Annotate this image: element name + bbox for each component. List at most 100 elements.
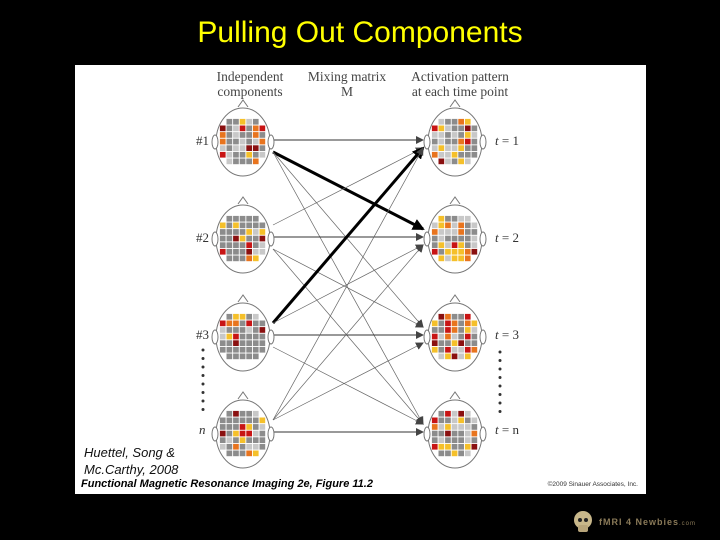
component-map-4-voxel [240, 411, 246, 417]
component-map-4-voxel [233, 411, 239, 417]
time-ellipsis-dot [499, 393, 502, 396]
activation-map-3-voxel [472, 327, 478, 333]
component-map-1-voxel [240, 152, 246, 158]
component-map-3-voxel [260, 347, 266, 353]
activation-map-2-voxel [432, 223, 438, 229]
component-map-3-voxel [260, 340, 266, 346]
activation-map-4-voxel [445, 411, 451, 417]
component-map-4-voxel [246, 451, 252, 457]
activation-map-1-voxel [465, 152, 471, 158]
component-map-2-voxel [227, 223, 233, 229]
activation-map-3-voxel [452, 334, 458, 340]
activation-map-1-voxel [472, 145, 478, 151]
activation-map-3-voxel [452, 354, 458, 360]
component-map-1-voxel [240, 145, 246, 151]
activation-map-1-voxel [452, 159, 458, 165]
component-map-4-voxel [233, 444, 239, 450]
component-map-1-voxel [246, 126, 252, 132]
activation-map-3-voxel [445, 354, 451, 360]
activation-map-2-voxel [452, 223, 458, 229]
activation-map-1-voxel [452, 152, 458, 158]
activation-map-4-voxel [472, 431, 478, 437]
component-map-1-voxel [233, 119, 239, 125]
activation-map-1-voxel [458, 132, 464, 138]
activation-map-2-voxel [472, 229, 478, 235]
activation-map-3-voxel [439, 314, 445, 320]
activation-map-1-voxel [465, 126, 471, 132]
activation-map-2-nose [450, 197, 460, 204]
component-map-4-voxel [253, 437, 259, 443]
component-map-4-voxel [253, 451, 259, 457]
component-map-2-voxel [240, 242, 246, 248]
activation-map-2-voxel [465, 236, 471, 242]
activation-map-2-voxel [445, 229, 451, 235]
component-map-3-voxel [220, 347, 226, 353]
activation-map-2-voxel [458, 216, 464, 222]
component-ellipsis-dot [202, 357, 205, 360]
component-map-3-voxel [253, 321, 259, 327]
component-map-4-voxel [246, 431, 252, 437]
activation-map-1-voxel [458, 145, 464, 151]
component-map-1-voxel [233, 126, 239, 132]
component-map-4-voxel [220, 437, 226, 443]
activation-map-1-voxel [472, 152, 478, 158]
time-ellipsis-dot [499, 410, 502, 413]
component-map-2-voxel [227, 242, 233, 248]
activation-map-1 [424, 100, 486, 176]
component-map-2-voxel [233, 236, 239, 242]
activation-map-4-left-ear [424, 427, 430, 441]
activation-map-1-voxel [439, 126, 445, 132]
activation-map-4-voxel [445, 418, 451, 424]
activation-map-1-voxel [439, 119, 445, 125]
activation-map-2-voxel [472, 223, 478, 229]
component-map-2-voxel [253, 236, 259, 242]
component-map-4-voxel [240, 444, 246, 450]
activation-map-3-voxel [452, 314, 458, 320]
activation-map-2-voxel [458, 249, 464, 255]
component-map-1-voxel [260, 139, 266, 145]
activation-map-4-voxel [432, 424, 438, 430]
activation-map-4-voxel [458, 424, 464, 430]
component-map-4-voxel [233, 418, 239, 424]
activation-map-3-voxel [472, 347, 478, 353]
component-map-3-voxel [233, 347, 239, 353]
time-ellipsis-dot [499, 351, 502, 354]
component-map-2-left-ear [212, 232, 218, 246]
component-map-1-voxel [246, 152, 252, 158]
component-map-4-voxel [246, 444, 252, 450]
activation-map-3-voxel [465, 354, 471, 360]
activation-map-2-voxel [452, 236, 458, 242]
activation-map-1-voxel [458, 152, 464, 158]
activation-map-1-voxel [439, 159, 445, 165]
activation-map-4-voxel [472, 424, 478, 430]
activation-map-2-voxel [458, 223, 464, 229]
activation-map-4-voxel [452, 451, 458, 457]
component-map-3-voxel [227, 354, 233, 360]
activation-map-1-voxel [445, 126, 451, 132]
component-map-3-voxel [260, 334, 266, 340]
component-map-3-voxel [227, 314, 233, 320]
component-ellipsis-dot [202, 408, 205, 411]
component-map-2-voxel [233, 229, 239, 235]
component-map-2-voxel [227, 236, 233, 242]
component-map-1-voxel [233, 145, 239, 151]
activation-map-2-voxel [472, 242, 478, 248]
activation-map-4-voxel [439, 444, 445, 450]
activation-map-1-voxel [432, 139, 438, 145]
activation-map-1-voxel [452, 126, 458, 132]
activation-map-2-voxel [445, 256, 451, 262]
component-map-2-voxel [220, 223, 226, 229]
activation-map-4 [424, 392, 486, 468]
activation-map-2-voxel [439, 229, 445, 235]
component-map-2-voxel [227, 249, 233, 255]
component-map-3-voxel [227, 321, 233, 327]
component-map-2-voxel [260, 249, 266, 255]
component-map-4-voxel [240, 418, 246, 424]
activation-map-1-voxel [465, 132, 471, 138]
activation-map-4-voxel [445, 451, 451, 457]
component-map-3-voxel [260, 321, 266, 327]
component-map-2-voxel [240, 256, 246, 262]
activation-map-3-voxel [432, 334, 438, 340]
component-map-4-voxel [246, 424, 252, 430]
activation-map-4-voxel [472, 418, 478, 424]
